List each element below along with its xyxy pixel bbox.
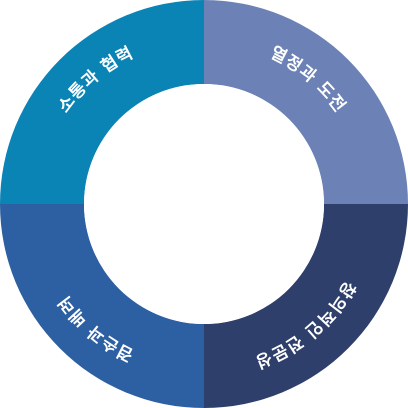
segment-bottom-left (0, 204, 204, 408)
segment-top-left (0, 0, 204, 204)
ring-center-hole (84, 84, 324, 324)
segment-top-right (204, 0, 408, 204)
segment-bottom-right (204, 204, 408, 408)
